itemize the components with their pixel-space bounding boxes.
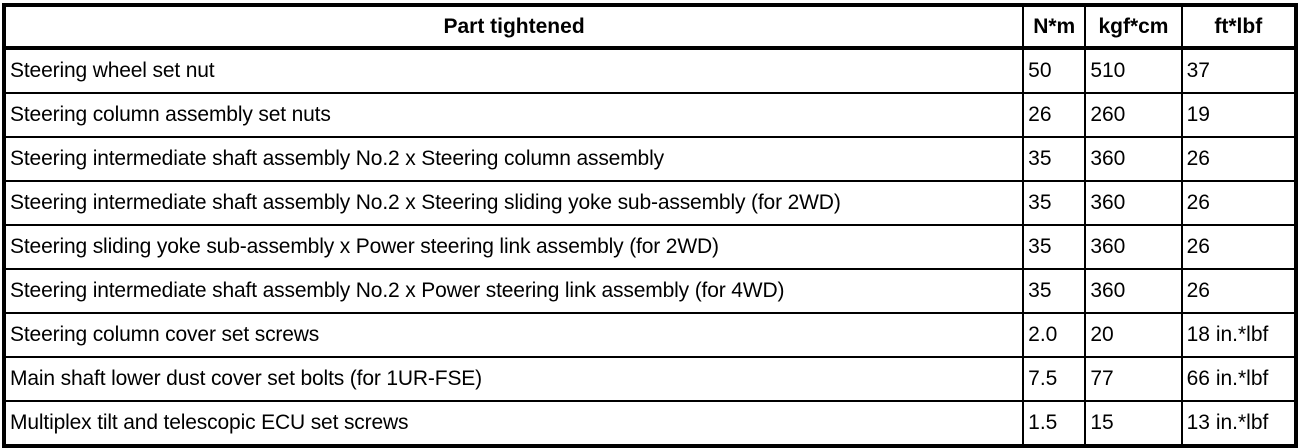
cell-part: Multiplex tilt and telescopic ECU set sc…: [4, 401, 1025, 446]
torque-specification-table: Part tightened N*m kgf*cm ft*lbf Steerin…: [2, 3, 1298, 448]
cell-kgfcm: 77: [1085, 357, 1183, 402]
cell-part: Main shaft lower dust cover set bolts (f…: [4, 357, 1025, 402]
cell-kgfcm: 360: [1085, 269, 1183, 314]
cell-kgfcm: 510: [1085, 48, 1183, 94]
cell-kgfcm: 15: [1085, 401, 1183, 446]
table-body: Steering wheel set nut 50 510 37 Steerin…: [4, 48, 1296, 446]
cell-part: Steering intermediate shaft assembly No.…: [4, 137, 1025, 182]
cell-nm: 35: [1023, 137, 1087, 182]
cell-kgfcm: 360: [1085, 181, 1183, 226]
cell-kgfcm: 360: [1085, 137, 1183, 182]
cell-part: Steering sliding yoke sub-assembly x Pow…: [4, 225, 1025, 270]
table-row: Steering column assembly set nuts 26 260…: [4, 93, 1296, 138]
cell-ftlbf: 37: [1181, 48, 1296, 94]
cell-nm: 2.0: [1023, 313, 1087, 358]
cell-ftlbf: 19: [1181, 93, 1296, 138]
table-row: Steering intermediate shaft assembly No.…: [4, 181, 1296, 226]
cell-ftlbf: 26: [1181, 269, 1296, 314]
cell-nm: 35: [1023, 269, 1087, 314]
cell-part: Steering wheel set nut: [4, 48, 1025, 94]
cell-nm: 1.5: [1023, 401, 1087, 446]
cell-ftlbf: 26: [1181, 225, 1296, 270]
cell-nm: 7.5: [1023, 357, 1087, 402]
column-header-nm: N*m: [1023, 5, 1087, 50]
cell-kgfcm: 20: [1085, 313, 1183, 358]
cell-nm: 26: [1023, 93, 1087, 138]
table-row: Main shaft lower dust cover set bolts (f…: [4, 357, 1296, 402]
cell-ftlbf: 13 in.*lbf: [1186, 411, 1269, 434]
cell-kgfcm: 360: [1085, 225, 1183, 270]
column-header-part-tightened: Part tightened: [4, 5, 1025, 50]
cell-ftlbf: 26: [1181, 181, 1296, 226]
cell-nm: 35: [1023, 225, 1087, 270]
column-header-ftlbf: ft*lbf: [1181, 5, 1296, 50]
header-row: Part tightened N*m kgf*cm ft*lbf: [4, 5, 1296, 50]
cell-part: Steering intermediate shaft assembly No.…: [4, 269, 1025, 314]
table-row: Multiplex tilt and telescopic ECU set sc…: [4, 401, 1296, 446]
table-row: Steering intermediate shaft assembly No.…: [4, 269, 1296, 314]
cell-ftlbf: 26: [1181, 137, 1296, 182]
cell-part: Steering intermediate shaft assembly No.…: [4, 181, 1025, 226]
table-header: Part tightened N*m kgf*cm ft*lbf: [4, 5, 1296, 50]
table-row: Steering sliding yoke sub-assembly x Pow…: [4, 225, 1296, 270]
table-row: Steering wheel set nut 50 510 37: [4, 48, 1296, 94]
cell-ftlbf: 18 in.*lbf: [1181, 313, 1296, 358]
table-row: Steering column cover set screws 2.0 20 …: [4, 313, 1296, 358]
cell-ftlbf: 66 in.*lbf: [1181, 357, 1296, 402]
column-header-kgfcm: kgf*cm: [1085, 5, 1183, 50]
torque-spec-sheet: Part tightened N*m kgf*cm ft*lbf Steerin…: [2, 3, 1298, 448]
cell-kgfcm: 260: [1085, 93, 1183, 138]
cell-nm: 35: [1023, 181, 1087, 226]
cell-nm: 50: [1023, 48, 1087, 94]
cell-part: Steering column assembly set nuts: [4, 93, 1025, 138]
cell-part: Steering column cover set screws: [4, 313, 1025, 358]
table-row: Steering intermediate shaft assembly No.…: [4, 137, 1296, 182]
